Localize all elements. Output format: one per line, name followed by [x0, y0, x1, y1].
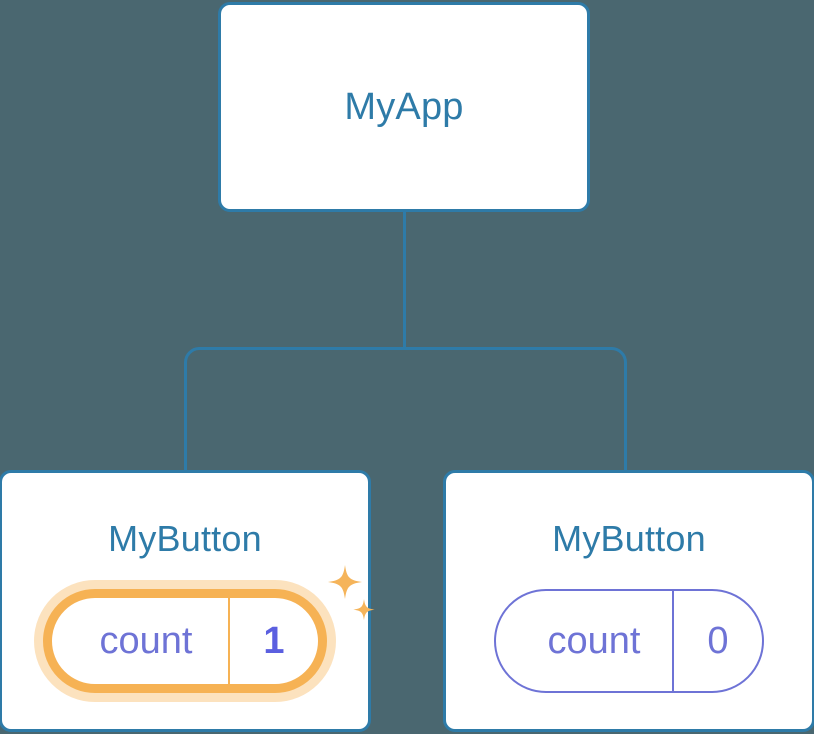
- sparkle-large-glyph: [328, 565, 362, 599]
- prop-key-label: count: [547, 620, 641, 662]
- node-title: MyButton: [108, 518, 262, 559]
- node-card-mybutton-right[interactable]: MyButton count 0: [443, 470, 814, 732]
- prop-value-label: 0: [672, 591, 762, 691]
- prop-pill-container: count 0: [494, 589, 764, 693]
- prop-pill-count[interactable]: count 0: [494, 589, 764, 693]
- prop-key-label: count: [99, 620, 193, 662]
- sparkle-four-point-icon: [328, 565, 375, 621]
- node-card-myapp[interactable]: MyApp: [218, 2, 590, 212]
- node-title: MyApp: [344, 86, 464, 128]
- node-title: MyButton: [552, 518, 706, 559]
- sparkle-small-glyph: [353, 599, 375, 621]
- connector-bus-to-left-child: [184, 347, 405, 472]
- prop-pill-container: count 1: [43, 565, 375, 693]
- prop-pill-count[interactable]: count 1: [43, 589, 327, 693]
- prop-value-label: 1: [228, 598, 318, 684]
- node-card-mybutton-left[interactable]: MyButton count 1: [0, 470, 375, 732]
- connector-bus-to-right-child: [404, 347, 627, 472]
